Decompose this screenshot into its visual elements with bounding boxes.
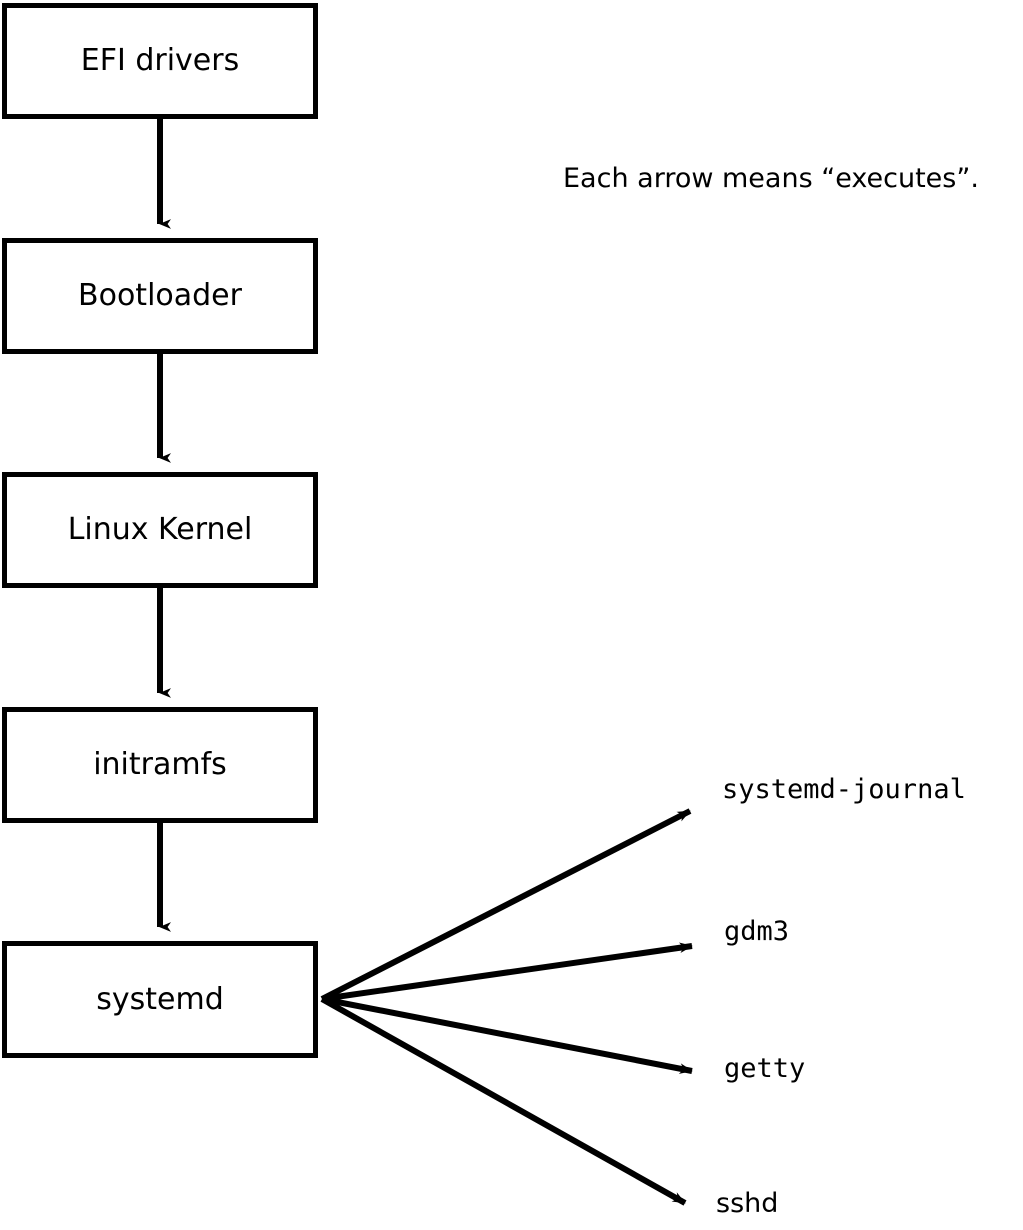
flow-box-efi-drivers[interactable]: EFI drivers bbox=[2, 3, 318, 119]
flow-box-label: systemd bbox=[96, 981, 224, 1017]
service-label-getty: getty bbox=[724, 1053, 806, 1084]
flow-box-bootloader[interactable]: Bootloader bbox=[2, 238, 318, 354]
flow-box-initramfs[interactable]: initramfs bbox=[2, 707, 318, 823]
diagram-caption: Each arrow means “executes”. bbox=[563, 163, 979, 194]
flow-box-linux-kernel[interactable]: Linux Kernel bbox=[2, 472, 318, 588]
service-label-gdm3: gdm3 bbox=[724, 916, 790, 947]
flow-box-label: Linux Kernel bbox=[67, 512, 253, 547]
fanout-arrow-systemd-journal bbox=[320, 808, 692, 1002]
fanout-arrow-gdm3 bbox=[321, 942, 693, 1002]
fanout-arrow-sshd bbox=[320, 996, 687, 1206]
service-label-systemd-journal: systemd-journal bbox=[722, 774, 966, 805]
flow-box-systemd[interactable]: systemd bbox=[2, 941, 318, 1058]
flow-box-label: Bootloader bbox=[78, 278, 242, 313]
flow-box-label: EFI drivers bbox=[80, 43, 240, 78]
service-label-sshd: sshd bbox=[716, 1188, 779, 1219]
fanout-arrow-getty bbox=[321, 996, 693, 1074]
flow-box-label: initramfs bbox=[93, 747, 227, 782]
